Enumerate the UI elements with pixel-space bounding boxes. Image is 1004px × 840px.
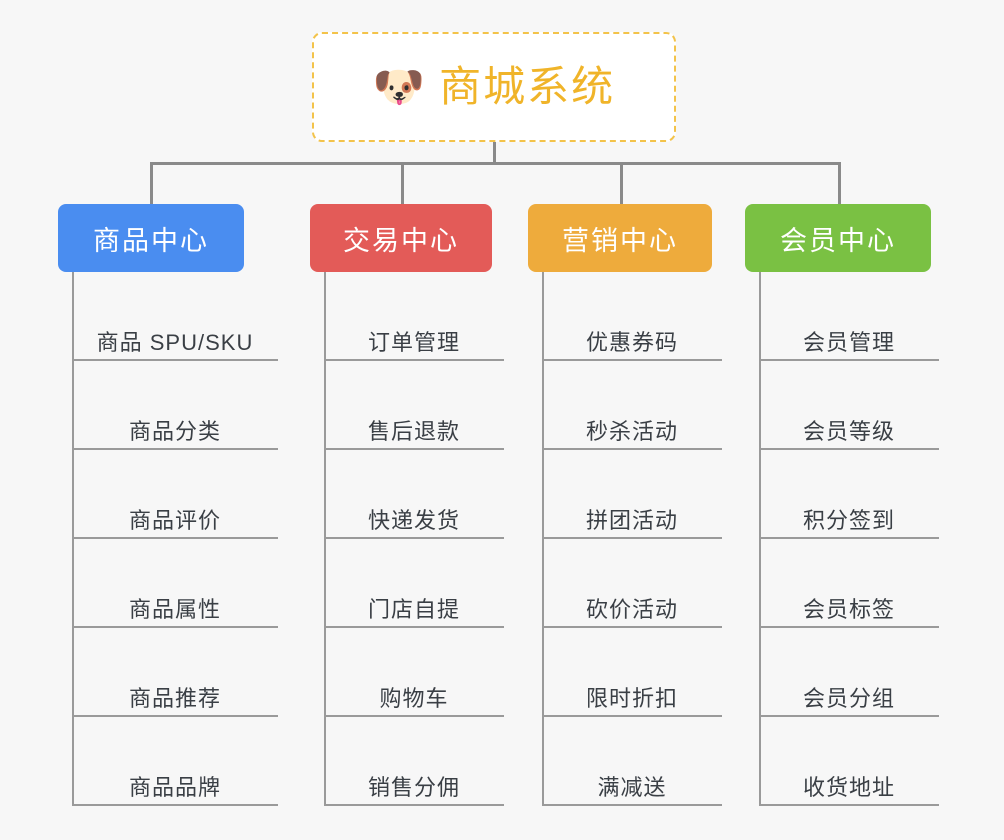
- leaf-list-product-center: 商品 SPU/SKU 商品分类商品评价商品属性商品推荐商品品牌: [72, 272, 278, 806]
- leaf-item[interactable]: 限时折扣: [542, 628, 722, 717]
- branch-product-center: 商品中心: [58, 204, 244, 272]
- branch-header-label: 会员中心: [780, 225, 896, 256]
- branch-header-marketing-center[interactable]: 营销中心: [528, 204, 712, 272]
- leaf-item[interactable]: 砍价活动: [542, 539, 722, 628]
- leaf-item-label: 会员标签: [802, 596, 895, 622]
- leaf-item-label: 会员分组: [802, 685, 895, 711]
- leaf-item-label: 砍价活动: [585, 596, 678, 622]
- branch-trade-center: 交易中心: [310, 204, 492, 272]
- branch-header-product-center[interactable]: 商品中心: [58, 204, 244, 272]
- leaf-item-label: 会员等级: [802, 418, 895, 444]
- leaf-item-label: 门店自提: [367, 596, 460, 622]
- branch-header-trade-center[interactable]: 交易中心: [310, 204, 492, 272]
- leaf-item-label: 商品评价: [128, 507, 221, 533]
- connector-drop-product-center: [150, 162, 153, 204]
- leaf-item-label: 商品推荐: [128, 685, 221, 711]
- leaf-item[interactable]: 商品 SPU/SKU: [72, 272, 278, 361]
- leaf-item[interactable]: 积分签到: [759, 450, 939, 539]
- leaf-item-label: 订单管理: [367, 329, 460, 355]
- connector-drop-trade-center: [401, 162, 404, 204]
- leaf-item[interactable]: 商品分类: [72, 361, 278, 450]
- leaf-item[interactable]: 快递发货: [324, 450, 504, 539]
- branch-spine-product-center: [72, 272, 74, 806]
- leaf-item-label: 秒杀活动: [585, 418, 678, 444]
- leaf-item[interactable]: 会员标签: [759, 539, 939, 628]
- branch-spine-trade-center: [324, 272, 326, 806]
- leaf-item[interactable]: 收货地址: [759, 717, 939, 806]
- leaf-item-label: 快递发货: [367, 507, 460, 533]
- root-node-mall-system[interactable]: 🐶 商城系统: [312, 32, 676, 142]
- branch-header-member-center[interactable]: 会员中心: [745, 204, 931, 272]
- connector-drop-member-center: [838, 162, 841, 204]
- shiba-dog-face-icon: 🐶: [372, 63, 426, 110]
- leaf-item-label: 商品属性: [128, 596, 221, 622]
- leaf-item-label: 售后退款: [367, 418, 460, 444]
- leaf-item[interactable]: 商品推荐: [72, 628, 278, 717]
- branch-header-label: 营销中心: [562, 225, 678, 256]
- branch-marketing-center: 营销中心: [528, 204, 712, 272]
- branch-header-label: 交易中心: [343, 225, 459, 256]
- connector-root-stem: [493, 142, 496, 164]
- leaf-item-label: 商品 SPU/SKU: [96, 329, 254, 355]
- leaf-item[interactable]: 商品评价: [72, 450, 278, 539]
- leaf-item-label: 会员管理: [802, 329, 895, 355]
- leaf-item-label: 商品分类: [128, 418, 221, 444]
- leaf-item[interactable]: 会员管理: [759, 272, 939, 361]
- leaf-item[interactable]: 购物车: [324, 628, 504, 717]
- leaf-item-label: 限时折扣: [585, 685, 678, 711]
- branch-spine-marketing-center: [542, 272, 544, 806]
- leaf-item-label: 拼团活动: [585, 507, 678, 533]
- branch-member-center: 会员中心: [745, 204, 931, 272]
- leaf-item-label: 商品品牌: [128, 774, 221, 800]
- root-title: 商城系统: [439, 63, 616, 110]
- leaf-item[interactable]: 售后退款: [324, 361, 504, 450]
- leaf-item[interactable]: 门店自提: [324, 539, 504, 628]
- leaf-list-member-center: 会员管理会员等级积分签到会员标签会员分组收货地址: [759, 272, 939, 806]
- leaf-item-label: 销售分佣: [367, 774, 460, 800]
- leaf-item[interactable]: 销售分佣: [324, 717, 504, 806]
- leaf-item-label: 收货地址: [802, 774, 895, 800]
- leaf-list-marketing-center: 优惠券码秒杀活动拼团活动砍价活动限时折扣满减送: [542, 272, 722, 806]
- leaf-list-trade-center: 订单管理售后退款快递发货门店自提购物车销售分佣: [324, 272, 504, 806]
- leaf-item[interactable]: 满减送: [542, 717, 722, 806]
- leaf-item-label: 购物车: [379, 685, 449, 711]
- leaf-item[interactable]: 秒杀活动: [542, 361, 722, 450]
- leaf-item[interactable]: 商品品牌: [72, 717, 278, 806]
- leaf-item-label: 优惠券码: [585, 329, 678, 355]
- connector-drop-marketing-center: [620, 162, 623, 204]
- connector-horizontal-bus: [150, 162, 840, 165]
- leaf-item[interactable]: 拼团活动: [542, 450, 722, 539]
- branch-spine-member-center: [759, 272, 761, 806]
- leaf-item[interactable]: 商品属性: [72, 539, 278, 628]
- leaf-item[interactable]: 会员等级: [759, 361, 939, 450]
- leaf-item-label: 满减送: [597, 774, 667, 800]
- leaf-item[interactable]: 优惠券码: [542, 272, 722, 361]
- leaf-item-label: 积分签到: [802, 507, 895, 533]
- branch-header-label: 商品中心: [93, 225, 209, 256]
- leaf-item[interactable]: 会员分组: [759, 628, 939, 717]
- leaf-item[interactable]: 订单管理: [324, 272, 504, 361]
